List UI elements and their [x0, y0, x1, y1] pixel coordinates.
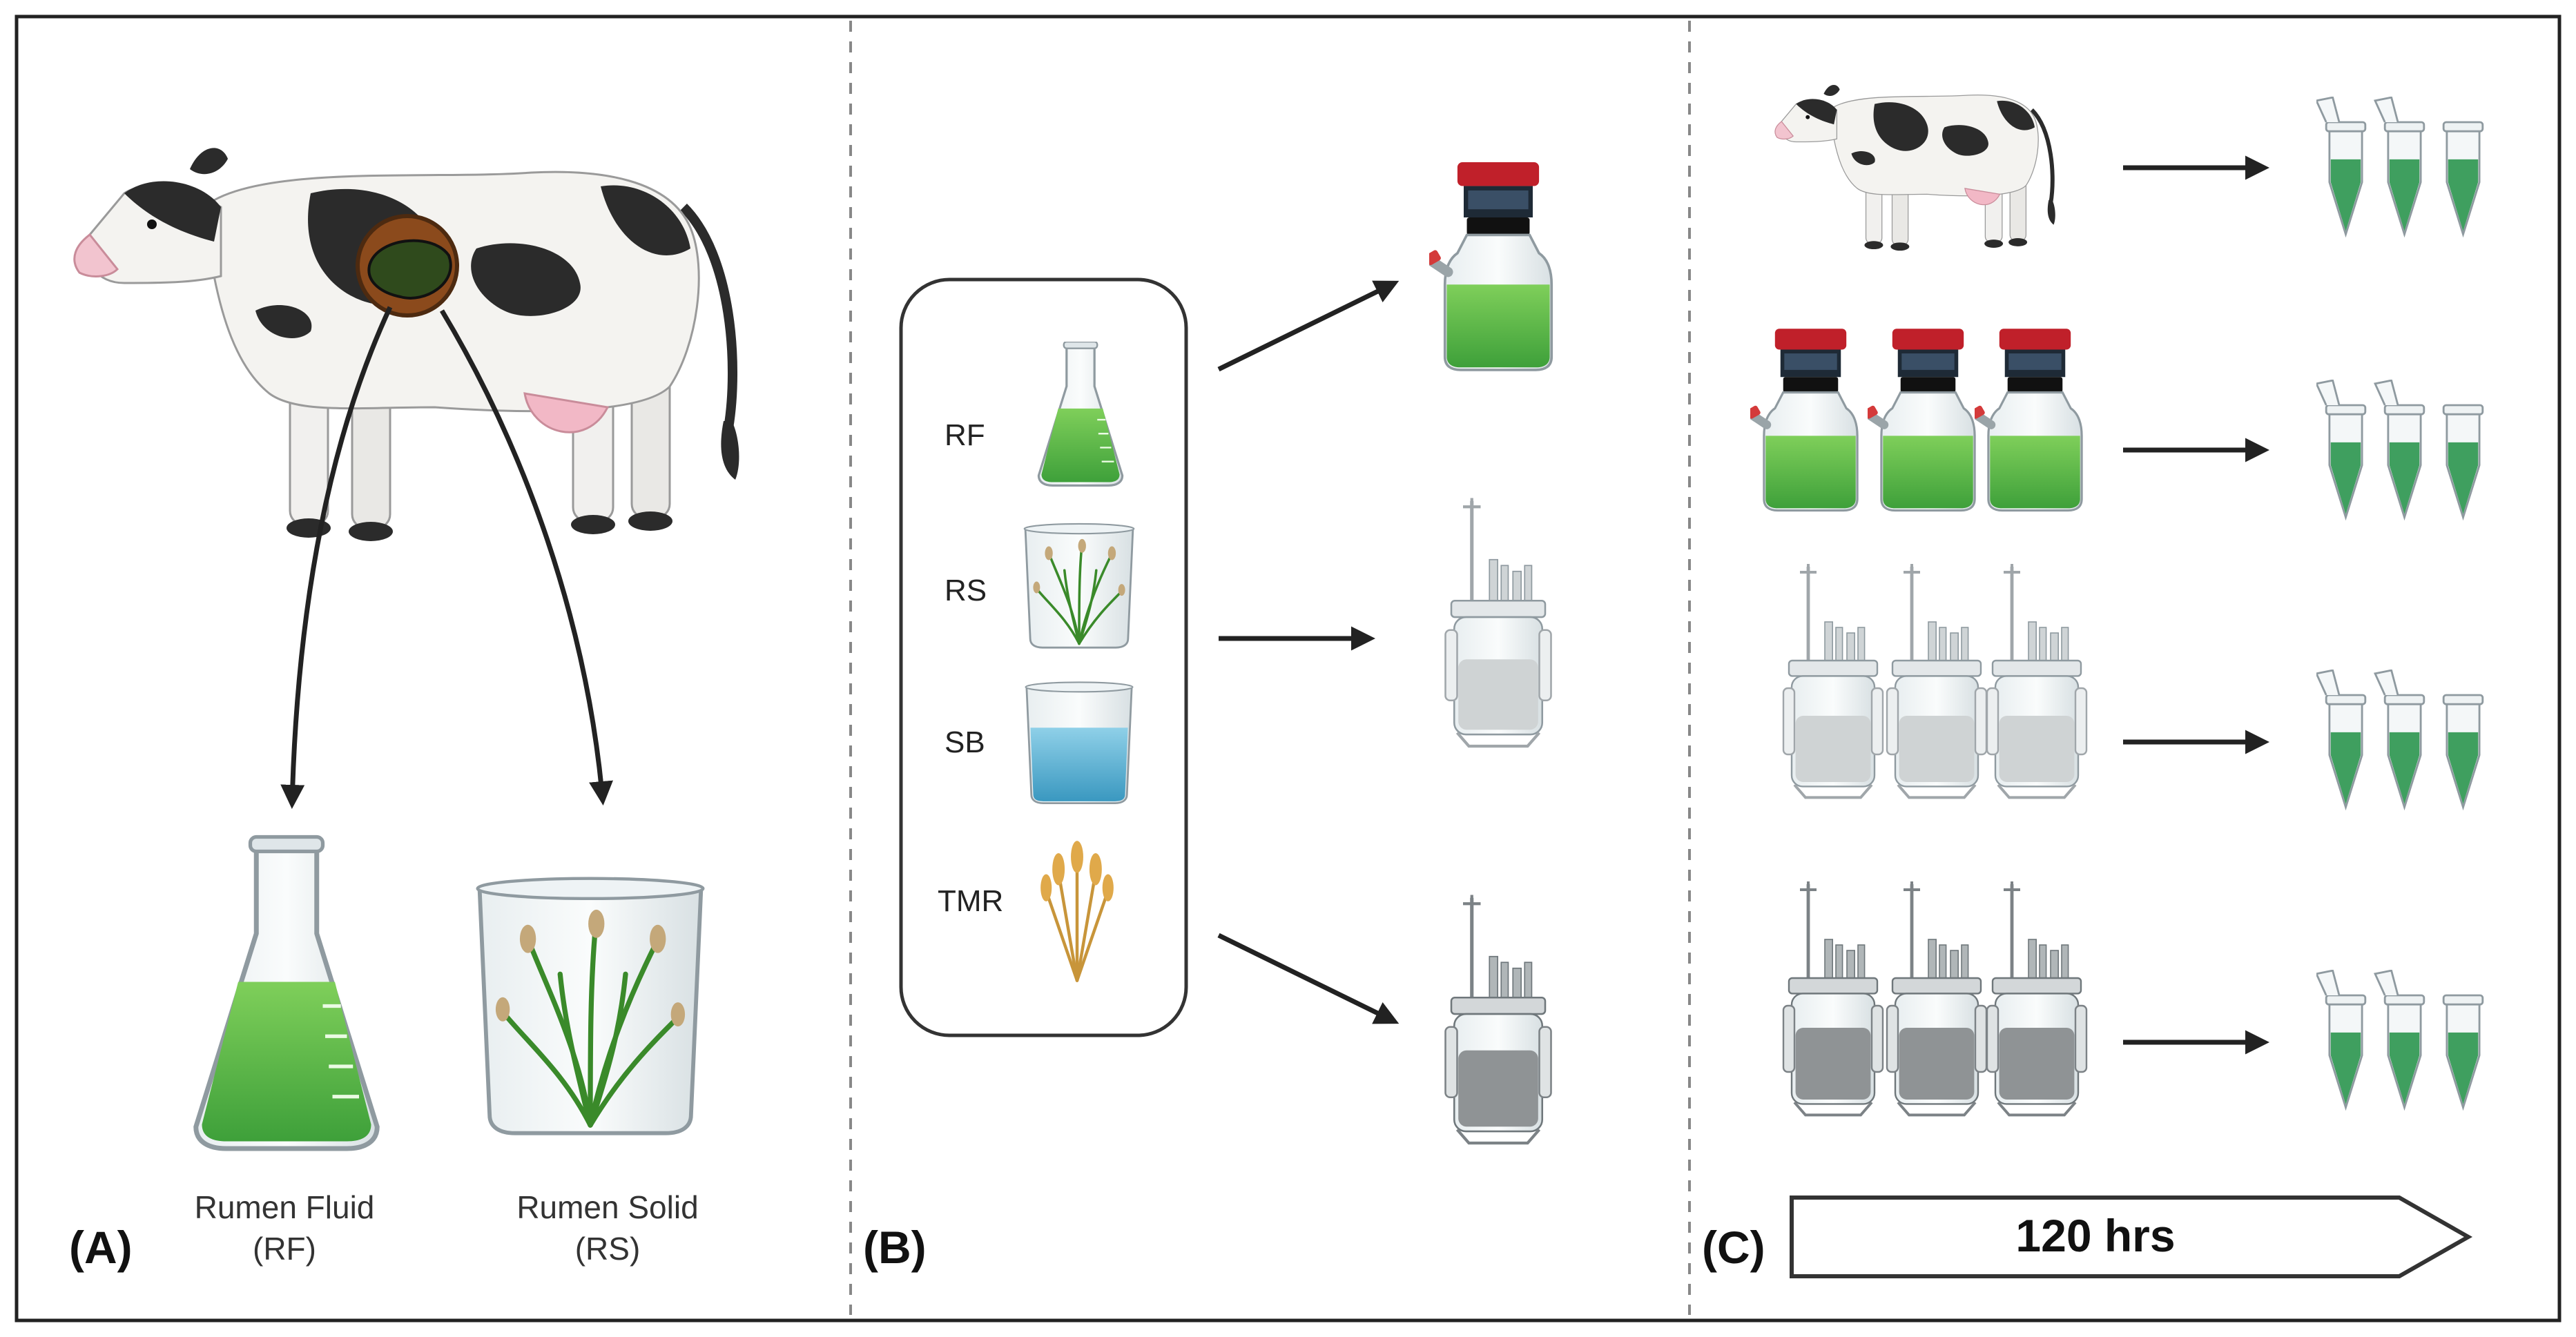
panel-a: Rumen Fluid (RF) Rumen Solid (RS) (A)	[69, 148, 739, 1273]
rumen-solid-beaker	[478, 879, 704, 1133]
rs-beaker-icon	[1023, 523, 1136, 649]
arrow-to-rumen-solid	[439, 309, 613, 806]
timeline-label: 120 hrs	[2015, 1210, 2175, 1261]
rumen-solid-abbrev: (RS)	[575, 1231, 641, 1267]
rumen-solid-label: Rumen Solid	[516, 1189, 698, 1225]
sb-beaker-icon	[1025, 681, 1134, 804]
arrow-to-bioreactor-dark	[1217, 933, 1400, 1024]
rumen-fluid-label: Rumen Fluid	[195, 1189, 375, 1225]
arrow-to-bottle	[1217, 280, 1400, 372]
panel-c: 120 hrs (C)	[1702, 85, 2484, 1278]
source-label-rs: RS	[945, 574, 987, 607]
panel-b-label: (B)	[863, 1222, 927, 1273]
rumen-fluid-abbrev: (RF)	[253, 1231, 316, 1267]
panel-a-label: (A)	[69, 1222, 133, 1273]
sources-box	[899, 277, 1188, 1037]
timeline-arrow	[1790, 1196, 2473, 1278]
panel-c-label: (C)	[1702, 1222, 1765, 1273]
arrow-to-rumen-fluid	[280, 306, 393, 809]
source-label-rf: RF	[945, 418, 985, 452]
panel-b: RF RS SB TMR (B)	[863, 162, 1551, 1273]
source-label-sb: SB	[945, 725, 985, 759]
source-label-tmr: TMR	[938, 884, 1003, 918]
